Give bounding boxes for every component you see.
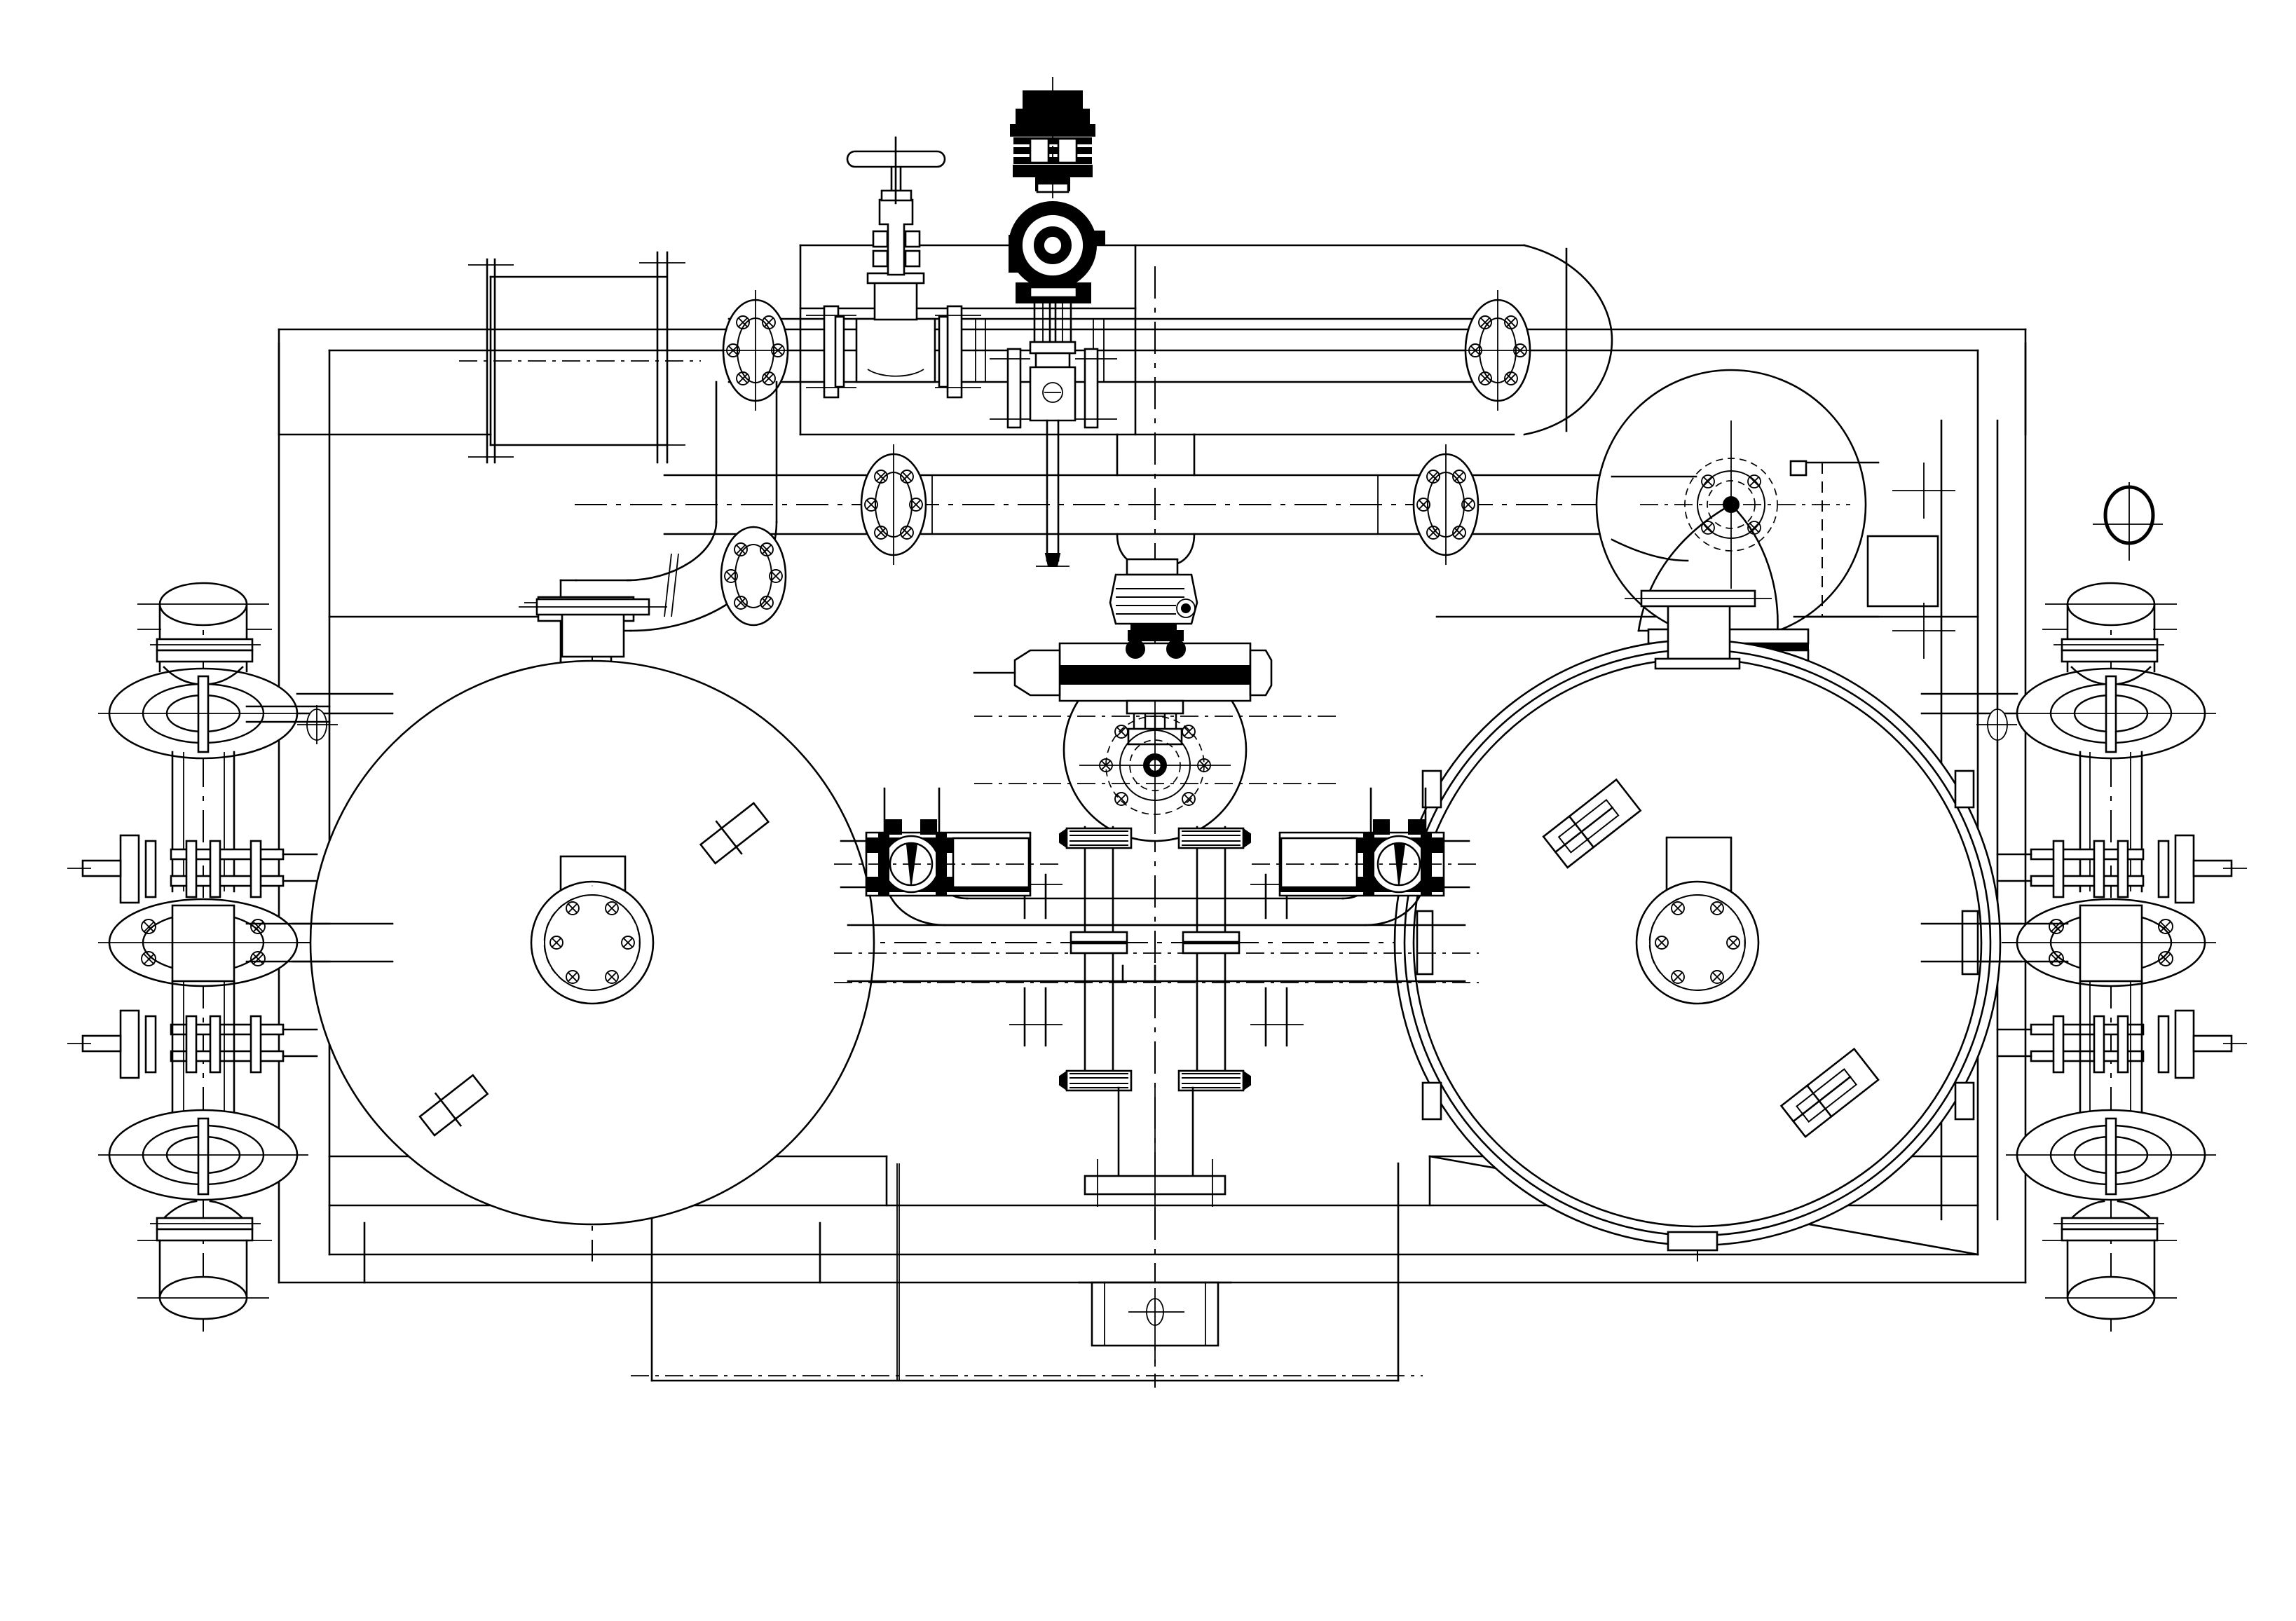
nameplate-upper: [1542, 778, 1642, 869]
nozzle-stack-left: [67, 582, 394, 1320]
flange-elbow-left: [720, 526, 787, 627]
actuator-bottom-left[interactable]: [834, 819, 1058, 897]
hand-valve-lower-left: [67, 1009, 318, 1079]
actuator-bottom-right[interactable]: [1252, 819, 1476, 897]
mid-flange-left: [98, 898, 394, 987]
vessel-right-head: [1393, 589, 2002, 1252]
flange-top-left: [712, 290, 799, 411]
skid-frame: [278, 328, 2027, 1284]
handle-plate: [119, 834, 140, 904]
flange-mid-right: [1412, 444, 1480, 565]
flange-top-right: [1454, 290, 1541, 411]
mid-pipe-header: [663, 433, 1704, 566]
frame-plate-detail: [1866, 535, 1939, 608]
upper-separator-vessel: [799, 244, 1613, 436]
flanged-drop-left: [1059, 826, 1133, 1092]
positioner-cap: [1126, 558, 1179, 576]
nameplate-lower: [1779, 1047, 1880, 1138]
flanged-drop-right: [1177, 826, 1251, 1092]
right-manway: [1635, 880, 1760, 1005]
pneumatic-ball-valve[interactable]: [973, 558, 1336, 842]
left-manway: [530, 880, 655, 1005]
nozzle-stack-right: [1920, 582, 2247, 1320]
flange-mid-left: [860, 444, 927, 565]
lifting-lug-upper: [699, 802, 770, 865]
orientation-mark: [2093, 482, 2163, 561]
lower-manifold: [834, 787, 1479, 1219]
motor-operated-valve[interactable]: [990, 77, 1117, 567]
vessel-left-head: [309, 598, 875, 1284]
rect-inlet-duct: [459, 251, 701, 464]
lifting-lug-lower: [418, 1074, 489, 1137]
hand-valve-upper-left: [67, 834, 318, 904]
gate-valve-handwheel[interactable]: [806, 136, 981, 399]
positioner-body: [1109, 573, 1198, 625]
vessel-stack-connections: [245, 705, 2069, 963]
